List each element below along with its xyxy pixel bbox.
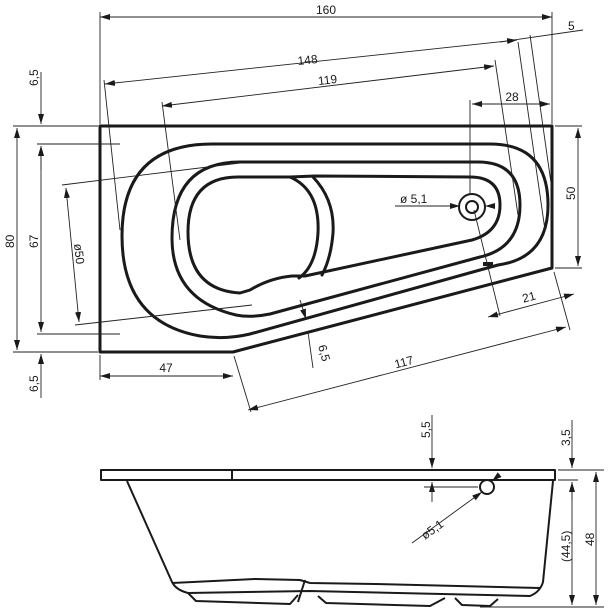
basin-shape bbox=[186, 174, 502, 295]
dim-diagonal-length: 117 bbox=[393, 353, 415, 372]
dim-top-rim: 6,5 bbox=[27, 69, 41, 86]
tub-rim bbox=[100, 469, 556, 481]
dim-inner-long-length: 148 bbox=[297, 52, 319, 68]
head-circle bbox=[288, 175, 320, 280]
dim-diagonal-rim: 6,5 bbox=[315, 343, 333, 363]
dim-drain-to-end: 21 bbox=[521, 289, 538, 306]
dim-rim-thickness: 3,5 bbox=[559, 429, 573, 446]
dim-right-offset: 5 bbox=[568, 19, 575, 33]
dim-inner-length: 119 bbox=[317, 72, 338, 88]
head-divider bbox=[311, 175, 335, 277]
tub-feet bbox=[187, 592, 499, 607]
drain-inner-icon bbox=[465, 200, 479, 214]
dim-left-straight: 47 bbox=[159, 361, 173, 375]
dim-inner-width: 67 bbox=[27, 234, 41, 248]
side-view: 5,5 ø5,1 3,5 (44,5) 48 bbox=[100, 415, 604, 608]
overflow-mark bbox=[483, 262, 493, 266]
dim-overall-length: 160 bbox=[316, 3, 336, 17]
tub-outline bbox=[98, 124, 554, 354]
dim-drain-offset: 28 bbox=[505, 90, 519, 104]
dim-drain-diameter: ø 5,1 bbox=[400, 192, 428, 206]
tub-floor bbox=[171, 578, 541, 589]
dim-total-height: 48 bbox=[583, 532, 597, 546]
overflow-icon bbox=[479, 479, 495, 495]
dim-head-diameter: ø50 bbox=[71, 243, 87, 265]
plan-view: 160 5 148 119 28 6,5 80 67 6,5 ø50 bbox=[3, 3, 584, 413]
rim-shape bbox=[120, 142, 550, 340]
drain-outer-icon bbox=[458, 193, 486, 221]
dim-overflow-offset: 5,5 bbox=[419, 421, 433, 438]
dim-inner-depth: (44,5) bbox=[559, 531, 573, 562]
inner-shape bbox=[170, 160, 522, 318]
tub-body bbox=[126, 480, 554, 597]
dim-bottom-rim: 6,5 bbox=[27, 375, 41, 392]
dim-right-end-width: 50 bbox=[564, 186, 578, 200]
dim-overall-width: 80 bbox=[3, 234, 17, 248]
